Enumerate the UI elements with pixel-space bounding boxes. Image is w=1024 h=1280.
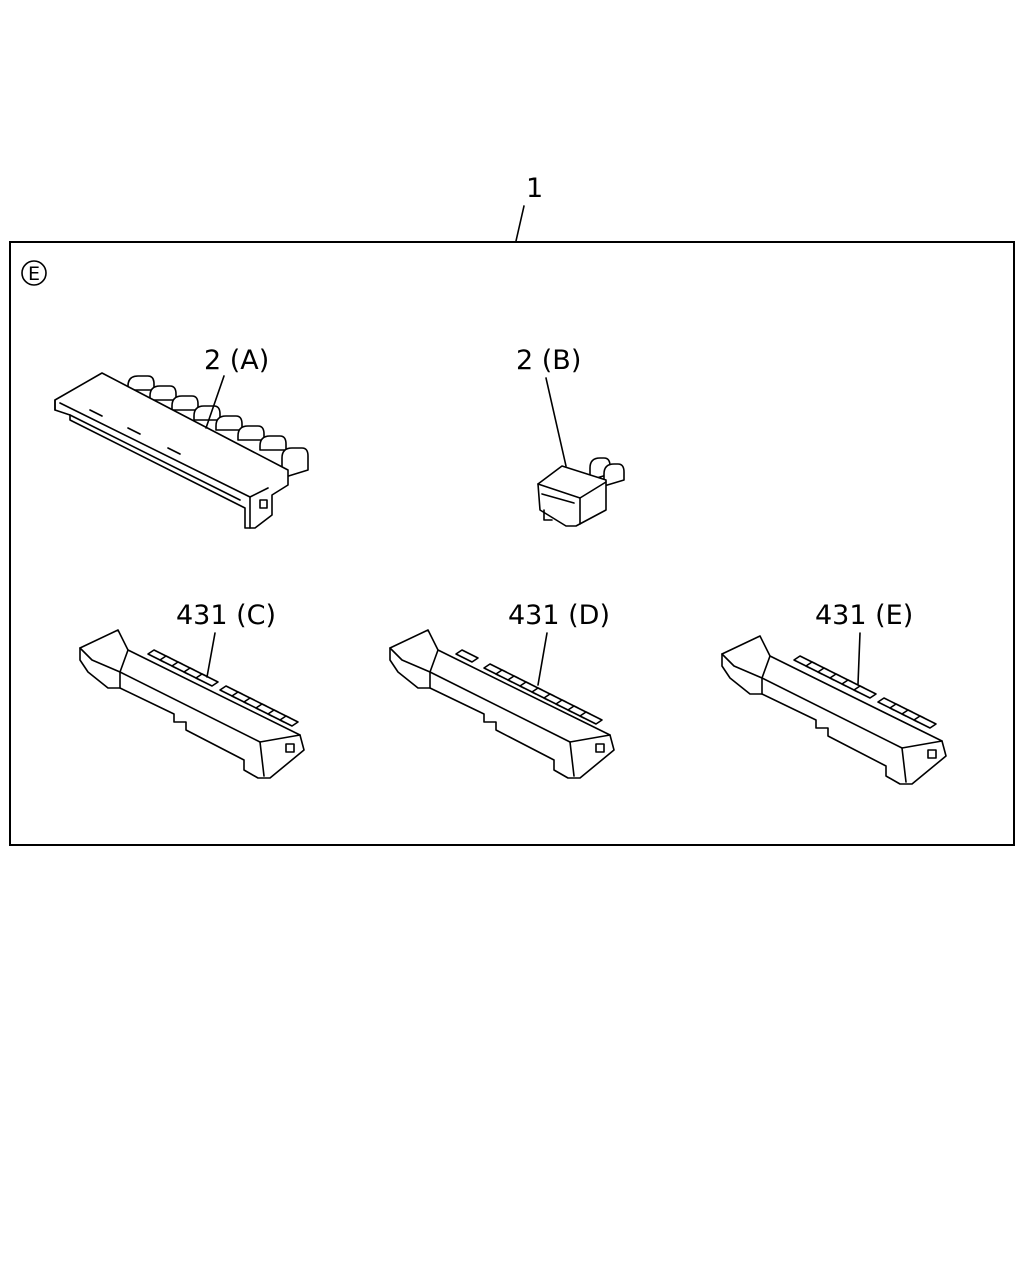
part-431e-leader-line	[857, 632, 861, 685]
part-431d-terminals	[455, 649, 603, 725]
part-431c-housing	[79, 629, 305, 779]
part-2a-connector	[54, 372, 309, 529]
part-431c-label: 431 (C)	[176, 600, 276, 631]
assembly-label: 1	[526, 173, 543, 204]
part-2b-label: 2 (B)	[516, 345, 581, 376]
part-431c-leader-line	[206, 632, 216, 678]
part-431e-connector	[721, 635, 947, 785]
variant-marker-letter: E	[28, 263, 40, 285]
part-431d-housing	[389, 629, 615, 779]
part-2a-label: 2 (A)	[204, 345, 269, 376]
part-431c-connector	[79, 629, 305, 779]
part-431e-label: 431 (E)	[815, 600, 913, 631]
assembly-leader-line	[515, 205, 525, 242]
part-431d-connector	[389, 629, 615, 779]
variant-marker-circle	[21, 260, 47, 286]
variant-marker: E	[21, 260, 47, 286]
part-2a-leader-line	[205, 375, 225, 429]
assembly-frame	[9, 241, 1015, 846]
part-431e-housing	[721, 635, 947, 785]
part-2a-terminals	[127, 375, 309, 479]
part-431d-label: 431 (D)	[508, 600, 610, 631]
part-431e-terminals	[793, 655, 937, 729]
part-2b-leader-line	[545, 377, 567, 467]
part-431c-terminals	[147, 649, 299, 727]
part-2b-connector	[537, 457, 625, 527]
part-431d-leader-line	[537, 632, 548, 686]
